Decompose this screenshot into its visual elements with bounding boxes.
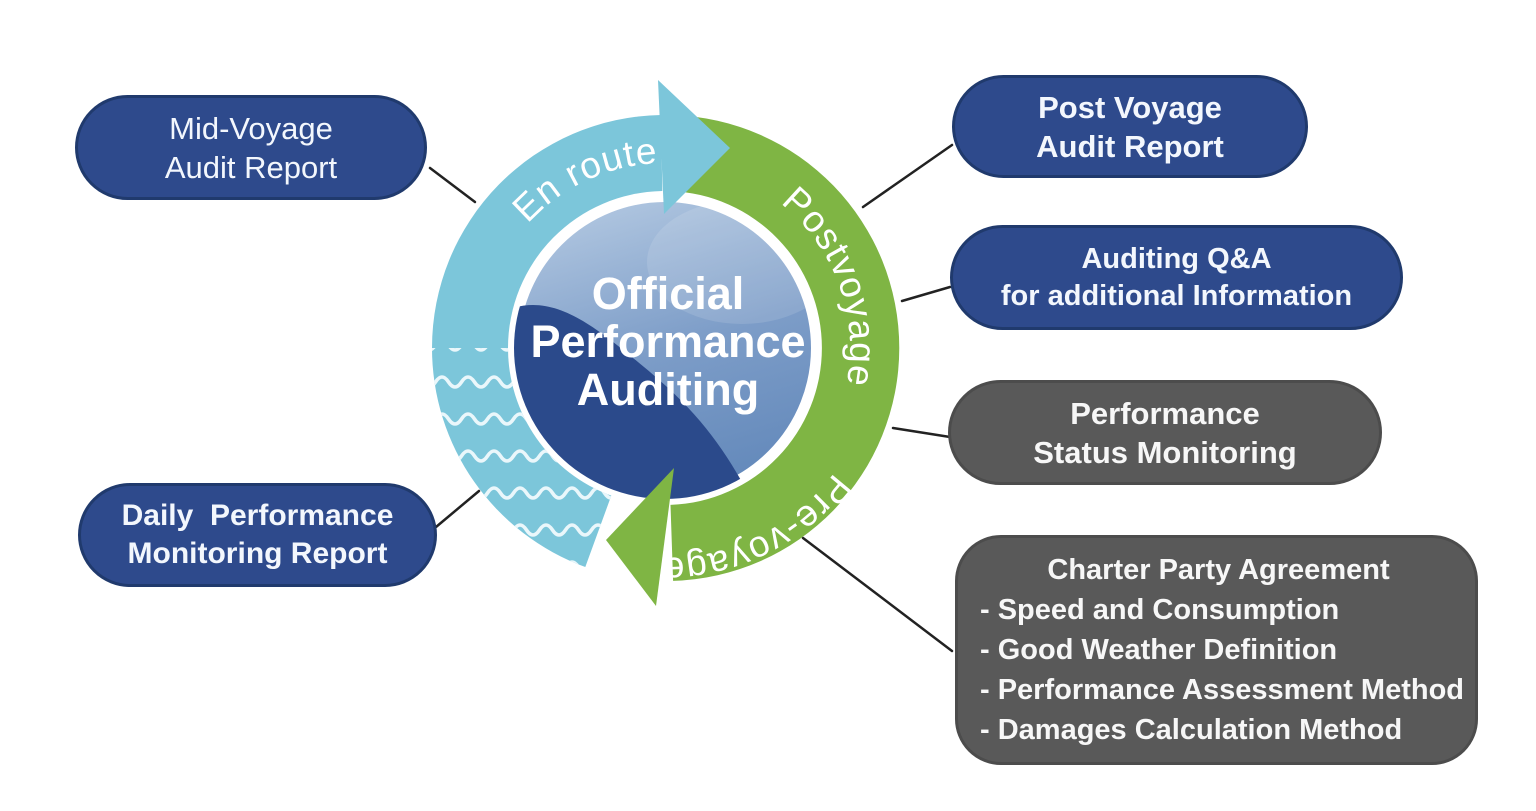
connector-performance-status [891,426,952,439]
center-title-line3: Auditing [577,364,759,415]
box-mid-voyage-audit-report: Mid-Voyage Audit Report [75,95,427,200]
wavy-sea-arc [432,348,612,567]
box-daily-performance-monitoring-report: Daily Performance Monitoring Report [78,483,437,587]
connector-post-voyage [861,143,954,209]
box-auditing-qa-line2: for additional Information [1000,279,1353,312]
en-route-arc [432,115,663,348]
en-route-arrowhead [658,80,730,214]
center-title-line1: Official [592,268,745,319]
box-performance-status-monitoring: Performance Status Monitoring [948,380,1382,485]
charter-item-assessment: - Performance Assessment Method [980,674,1465,706]
box-mid-voyage-line2: Audit Report [164,149,338,185]
postvoyage-prevoyage-arc [670,115,900,581]
center-title-line2: Performance [530,316,805,367]
box-post-voyage-line2: Audit Report [1036,128,1224,164]
box-auditing-qa-line1: Auditing Q&A [1081,242,1272,275]
charter-item-speed: - Speed and Consumption [980,594,1340,626]
box-auditing-qa: Auditing Q&A for additional Information [950,225,1403,330]
charter-title: Charter Party Agreement [1047,554,1390,586]
connector-auditing-qa [900,285,952,303]
connector-charter [801,536,954,653]
box-status-line2: Status Monitoring [1033,434,1297,470]
charter-item-weather: - Good Weather Definition [980,634,1338,666]
connector-mid-voyage [428,166,477,204]
box-daily-line2: Monitoring Report [127,537,388,570]
box-daily-line1: Daily Performance [121,499,394,532]
charter-item-damages: - Damages Calculation Method [980,714,1403,746]
box-charter-party-agreement: Charter Party Agreement - Speed and Cons… [955,535,1478,765]
connector-daily-performance [434,489,481,529]
box-post-voyage-line1: Post Voyage [1038,89,1222,125]
pre-voyage-arrowhead [606,468,674,606]
box-post-voyage-audit-report: Post Voyage Audit Report [952,75,1308,178]
box-status-line1: Performance [1070,395,1260,431]
box-mid-voyage-line1: Mid-Voyage [169,110,333,146]
